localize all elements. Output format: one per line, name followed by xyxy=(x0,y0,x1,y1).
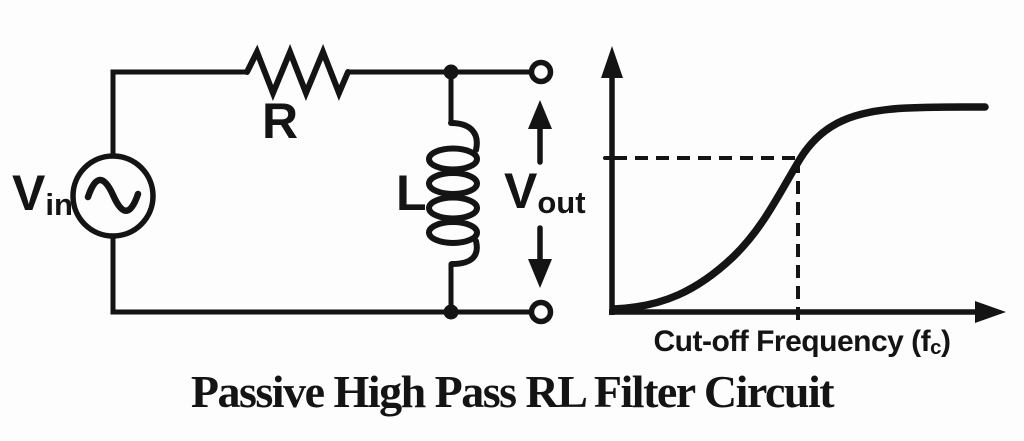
cutoff-frequency-label: Cut-off Frequency (fc) xyxy=(602,325,1002,360)
input-voltage-label: Vin xyxy=(12,165,73,221)
cutoff-label-pre: Cut-off Frequency (f xyxy=(653,325,931,358)
inductor-loop xyxy=(426,145,480,173)
inductor-loop xyxy=(426,219,480,246)
vout-arrows xyxy=(528,100,552,288)
output-terminal-top xyxy=(528,59,554,85)
x-axis-arrowhead-icon xyxy=(975,301,1006,323)
resistor-label: R xyxy=(262,93,299,149)
inductor-loop xyxy=(426,194,480,222)
cutoff-label-post: ) xyxy=(940,325,951,358)
output-voltage-label: Vout xyxy=(504,163,586,219)
inductor-hook-bottom xyxy=(449,238,480,267)
cutoff-label-subscript: c xyxy=(930,337,941,360)
wire-top-left xyxy=(110,69,250,160)
input-voltage-main: V xyxy=(12,165,46,221)
input-voltage-subscript: in xyxy=(45,187,73,223)
junction-dot-top xyxy=(443,64,459,80)
frequency-response-graph xyxy=(601,46,1006,328)
inductor-symbol xyxy=(426,69,480,315)
wire-bottom xyxy=(110,233,534,315)
output-voltage-subscript: out xyxy=(537,185,586,221)
up-arrowhead-icon xyxy=(528,100,552,129)
output-voltage-main: V xyxy=(504,163,538,219)
figure-title: Passive High Pass RL Filter Circuit xyxy=(190,366,835,417)
output-terminal-bottom xyxy=(528,299,554,325)
response-curve xyxy=(610,103,989,313)
resistor-symbol xyxy=(244,43,351,102)
sine-wave-icon xyxy=(84,176,142,214)
y-axis-arrowhead-icon xyxy=(601,46,623,78)
inductor-loop xyxy=(426,170,480,197)
junction-dot-bottom xyxy=(443,304,459,320)
inductor-hook-top xyxy=(448,120,480,153)
circuit-diagram xyxy=(70,43,554,325)
inductor-label: L xyxy=(396,165,427,221)
down-arrowhead-icon xyxy=(528,259,552,288)
